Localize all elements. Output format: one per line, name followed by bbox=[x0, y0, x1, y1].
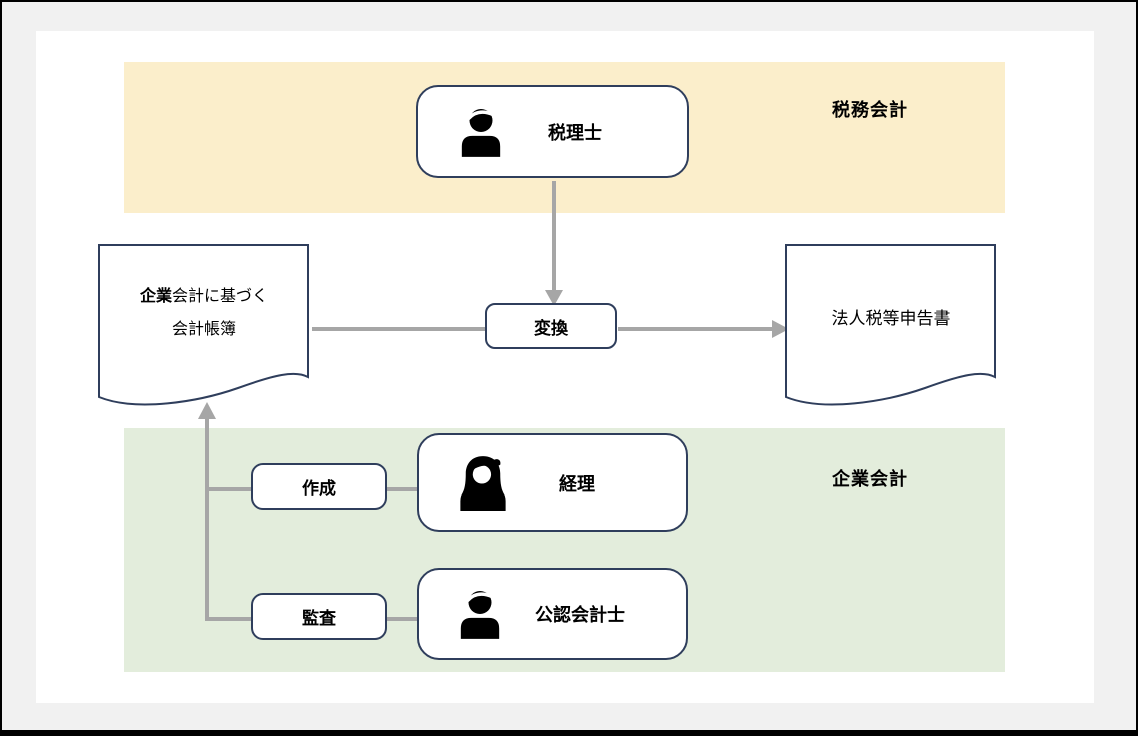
person-female-icon bbox=[460, 455, 506, 511]
audit-node: 監査 bbox=[251, 593, 387, 640]
document-outline-icon bbox=[98, 244, 309, 406]
ledger-document-label: 企業会計に基づく 会計帳簿 bbox=[98, 280, 310, 346]
person-male-icon bbox=[460, 591, 500, 639]
accounting-dept-label: 経理 bbox=[559, 473, 595, 494]
ledger-label-line1: 企業会計に基づく bbox=[139, 288, 269, 305]
accounting-dept-node: 経理 bbox=[417, 433, 688, 532]
cpa-node: 公認会計士 bbox=[417, 568, 688, 660]
conversion-node: 変換 bbox=[485, 303, 617, 349]
tax-accountant-label: 税理士 bbox=[548, 122, 602, 143]
create-node: 作成 bbox=[251, 463, 387, 510]
corporate-accounting-zone-label: 企業会計 bbox=[832, 469, 908, 489]
tax-accounting-zone-label: 税務会計 bbox=[832, 100, 908, 120]
create-label: 作成 bbox=[302, 479, 336, 498]
tax-return-document-shape: 法人税等申告書 bbox=[785, 244, 997, 414]
cpa-label: 公認会計士 bbox=[535, 605, 625, 625]
conversion-label: 変換 bbox=[534, 318, 568, 338]
ledger-document-shape: 企業会計に基づく 会計帳簿 bbox=[98, 244, 310, 414]
ledger-label-line2: 会計帳簿 bbox=[171, 321, 236, 338]
tax-accountant-node: 税理士 bbox=[416, 85, 689, 178]
document-outline-icon bbox=[785, 244, 996, 406]
audit-label: 監査 bbox=[302, 609, 336, 628]
person-male-icon bbox=[461, 108, 501, 157]
tax-return-document-label: 法人税等申告書 bbox=[831, 309, 951, 328]
